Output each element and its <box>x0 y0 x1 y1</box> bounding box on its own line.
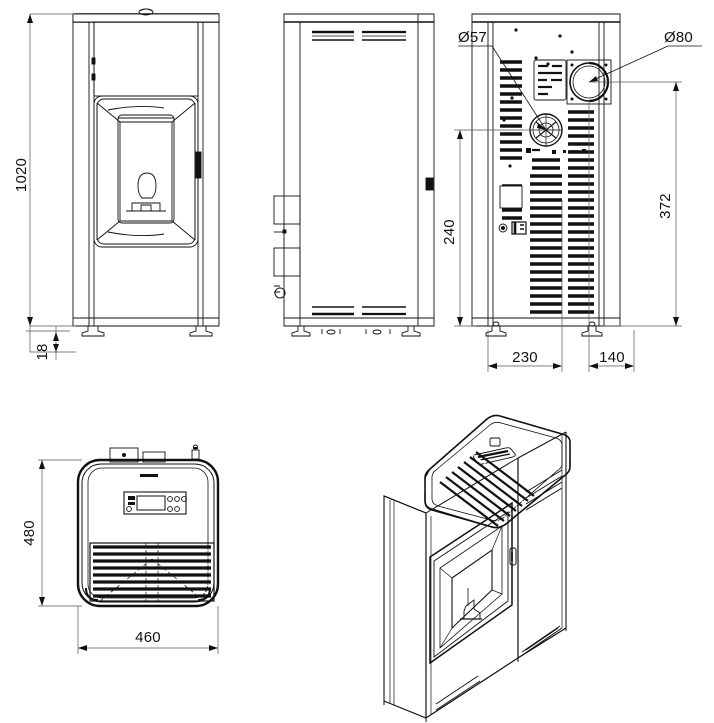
top-rear-box <box>109 447 139 463</box>
top-grille <box>89 542 215 602</box>
side-cabinet-outline <box>283 13 435 327</box>
dim-label-air-intake: Ø57 <box>458 29 487 46</box>
front-elevation-view: 1020 18 <box>0 0 250 390</box>
rear-louvers-center <box>530 158 562 314</box>
iso-top-cap <box>424 414 571 529</box>
top-outline <box>76 458 220 608</box>
dim-label-height-total: 1020 <box>13 158 30 192</box>
dim-width <box>77 606 219 654</box>
dim-foot-height <box>26 326 76 360</box>
iso-front-bottom-vents <box>435 675 481 711</box>
top-plan-view: 480 460 <box>0 410 260 690</box>
dim-intake-height <box>454 129 546 327</box>
control-panel <box>123 491 187 515</box>
power-switch-block <box>498 221 527 235</box>
dim-height-total <box>27 13 76 327</box>
dim-label-offset-right: 140 <box>599 349 625 366</box>
dim-depth <box>38 459 82 607</box>
iso-door-handle <box>509 547 517 566</box>
dim-label-intake-height: 240 <box>441 219 458 245</box>
leader-air-intake <box>458 45 547 131</box>
dim-offset-left <box>487 200 563 372</box>
dim-offset-right <box>588 100 635 372</box>
isometric-view <box>330 400 630 723</box>
dim-label-flue-outlet: Ø80 <box>664 29 693 46</box>
rear-louvers-right <box>568 110 594 314</box>
rear-elevation-view: Ø57 Ø80 372 <box>440 0 714 395</box>
rating-plate <box>533 59 567 101</box>
iso-body <box>383 431 567 720</box>
dim-flue-height <box>589 81 682 327</box>
iso-door <box>429 501 517 665</box>
dim-label-offset-left: 230 <box>512 349 538 366</box>
top-rear-connector <box>191 444 200 460</box>
rear-louvers-left <box>500 60 522 160</box>
side-elevation-view <box>250 0 460 390</box>
dim-label-foot-height: 18 <box>34 343 51 360</box>
leader-flue-outlet <box>588 45 702 83</box>
iso-top-handle <box>473 437 516 465</box>
dim-label-flue-height: 372 <box>657 193 674 219</box>
iso-side-vents-bottom <box>517 625 563 659</box>
iso-side-vents-top <box>525 469 563 511</box>
dim-label-width: 460 <box>135 629 161 646</box>
dim-label-depth: 480 <box>21 520 38 546</box>
